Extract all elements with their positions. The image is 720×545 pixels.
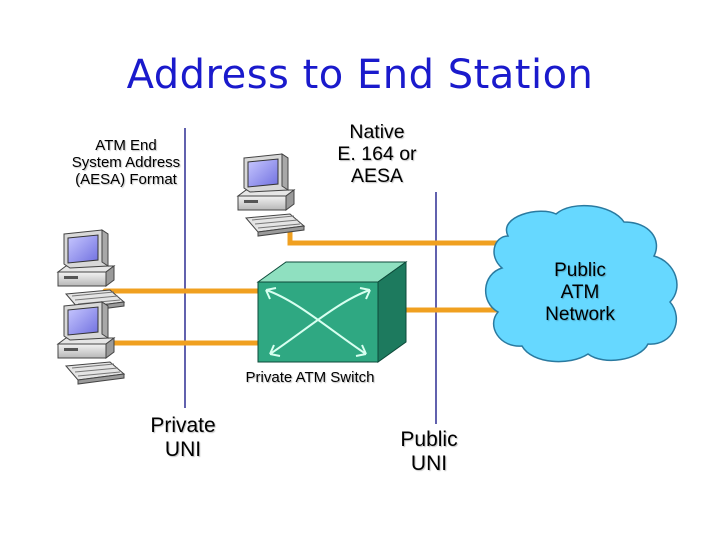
- native-address-line: AESA: [350, 164, 404, 187]
- native-address-line: Native: [349, 121, 405, 143]
- native-address-line: E. 164 or: [337, 142, 417, 165]
- computer-1-icon: [57, 229, 125, 313]
- public-uni-line: Public: [400, 428, 458, 451]
- native-address-label: Native E. 164 or AESA: [312, 121, 442, 187]
- public-uni-line: UNI: [410, 451, 448, 475]
- aesa-format-line: (AESA) Format: [75, 170, 177, 188]
- switch-label-text: Private ATM Switch: [245, 369, 375, 386]
- aesa-format-line: ATM End: [95, 137, 157, 154]
- aesa-format-line: System Address: [71, 153, 181, 171]
- public-network-line: Network: [545, 303, 615, 325]
- computer-native-icon: [237, 153, 305, 237]
- public-network-line: Public: [554, 260, 606, 281]
- public-uni-label: Public UNI: [374, 428, 484, 475]
- computer-2-icon: [57, 301, 125, 385]
- switch-label: Private ATM Switch: [200, 369, 420, 387]
- page-title: Address to End Station: [126, 52, 594, 98]
- public-network-label: Public ATM Network: [520, 260, 640, 326]
- public-network-line: ATM: [560, 281, 600, 303]
- private-uni-label: Private UNI: [128, 414, 238, 461]
- private-uni-line: UNI: [164, 437, 202, 461]
- aesa-format-label: ATM End System Address (AESA) Format: [36, 137, 216, 188]
- private-uni-line: Private: [150, 414, 216, 437]
- public-network-cloud-icon: [484, 204, 678, 363]
- private-atm-switch-icon: [256, 261, 408, 363]
